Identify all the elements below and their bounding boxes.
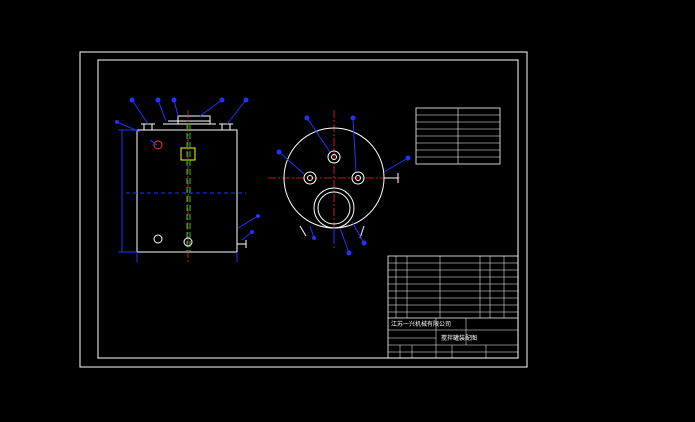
bottom-port [183,237,193,247]
sheet-border [79,51,528,368]
technical-data-table [415,107,501,165]
plan-port-left [303,171,317,185]
company-name: 江苏一兴机械有限公司 [391,320,451,328]
plan-leaders [278,117,409,254]
drawing-title: 搅拌罐装配图 [441,334,477,342]
drive-bracket [177,115,211,125]
front-leaders [116,99,259,241]
plan-leg-left [299,225,307,237]
manhole-inner [317,191,351,225]
side-port-upper [153,140,163,150]
front-view [115,97,260,262]
side-port-lower [153,234,163,244]
top-nozzle-right [221,123,231,131]
top-view [268,110,411,256]
plan-port-top [327,150,341,164]
plan-leg-right [359,225,365,239]
drawing-frame [97,59,519,359]
title-block: 江苏一兴机械有限公司 搅拌罐装配图 [387,255,519,359]
top-nozzle-left [143,123,153,131]
plan-balloons [276,115,411,256]
front-balloons [115,97,260,234]
plan-port-right [351,171,365,185]
